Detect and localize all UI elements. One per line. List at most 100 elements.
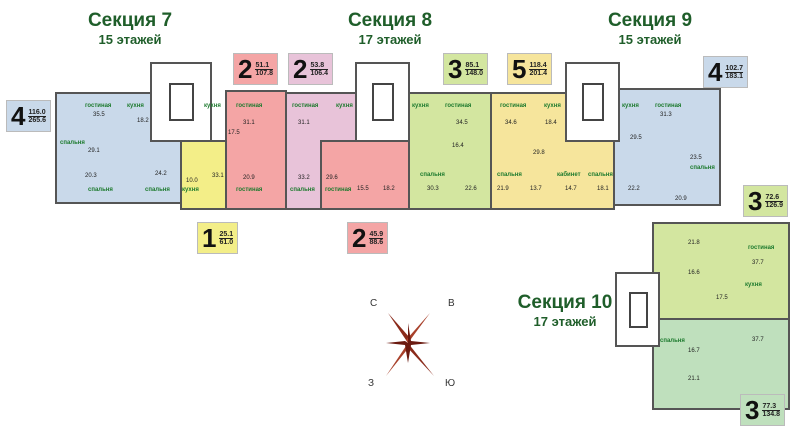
total-area: 265.6: [28, 116, 46, 124]
total-area: 106.4: [310, 69, 328, 77]
room-area: 23.5: [690, 155, 702, 161]
room-label: кабинет: [557, 172, 581, 178]
room-area: 14.7: [565, 186, 577, 192]
room-area: 33.2: [298, 175, 310, 181]
room-label: кухня: [182, 187, 199, 193]
room-label: гостиная: [445, 103, 472, 109]
total-area: 61.0: [219, 238, 234, 246]
living-area: 45.9: [369, 230, 384, 239]
apartment-2-sec7[interactable]: [225, 90, 287, 210]
rooms-count: 3: [745, 395, 760, 425]
rooms-count: 2: [293, 54, 308, 84]
living-area: 77.3: [762, 403, 780, 411]
room-label: гостиная: [655, 103, 682, 109]
room-label: гостиная: [236, 103, 263, 109]
room-label: кухня: [745, 282, 762, 288]
room-area: 16.6: [688, 270, 700, 276]
living-area: 51.1: [255, 62, 273, 70]
living-area: 85.1: [465, 62, 483, 70]
room-label: кухня: [412, 103, 429, 109]
room-area: 13.7: [530, 186, 542, 192]
apartment-2-sec8-b[interactable]: [320, 140, 410, 210]
room-area: 24.2: [155, 171, 167, 177]
room-area: 16.4: [452, 143, 464, 149]
room-area: 18.1: [597, 186, 609, 192]
room-area: 29.6: [326, 175, 338, 181]
room-area: 22.6: [465, 186, 477, 192]
stair-core-sec9: [565, 62, 620, 142]
room-label: спальня: [88, 187, 113, 193]
rooms-count: 5: [512, 54, 527, 84]
room-label: спальня: [145, 187, 170, 193]
room-area: 17.5: [716, 295, 728, 301]
section-floors: 17 этажей: [533, 314, 597, 329]
compass-north-label: С: [370, 298, 378, 309]
section-title: Секция 10: [517, 292, 613, 313]
living-area: 118.4: [529, 61, 547, 70]
living-area: 53.8: [310, 62, 328, 70]
room-area: 33.1: [212, 173, 224, 179]
apartment-1-sec7[interactable]: [180, 140, 230, 210]
room-area: 21.9: [497, 186, 509, 192]
room-area: 21.1: [688, 376, 700, 382]
stair-core-sec10: [615, 272, 660, 347]
room-area: 31.3: [660, 112, 672, 118]
room-label: спальня: [290, 187, 315, 193]
living-area: 116.0: [28, 108, 46, 117]
room-label: гостиная: [85, 103, 112, 109]
rooms-count: 3: [748, 186, 763, 216]
rooms-count: 3: [448, 54, 463, 84]
room-area: 20.9: [243, 175, 255, 181]
total-area: 183.1: [725, 72, 743, 80]
room-area: 31.1: [298, 120, 310, 126]
rooms-count: 4: [11, 101, 26, 131]
room-label: гостиная: [748, 245, 775, 251]
room-label: спальня: [60, 140, 85, 146]
apartment-4-sec9[interactable]: [613, 88, 721, 206]
room-area: 30.3: [427, 186, 439, 192]
compass-west-label: З: [368, 378, 375, 389]
compass-star-icon: [386, 313, 434, 376]
room-label: кухня: [622, 103, 639, 109]
total-area: 126.9: [765, 201, 783, 209]
room-area: 34.5: [456, 120, 468, 126]
compass-south-label: Ю: [445, 378, 456, 389]
room-area: 15.5: [357, 186, 369, 192]
room-area: 22.2: [628, 186, 640, 192]
total-area: 134.8: [762, 410, 780, 418]
room-label: гостиная: [236, 187, 263, 193]
room-label: гостиная: [292, 103, 319, 109]
room-area: 29.8: [533, 150, 545, 156]
apartment-3-sec8[interactable]: [408, 92, 492, 210]
apartment-3-sec10-a[interactable]: [652, 222, 790, 322]
room-area: 37.7: [752, 337, 764, 343]
room-area: 18.2: [383, 186, 395, 192]
room-label: кухня: [544, 103, 561, 109]
compass-rose: С В З Ю: [358, 298, 458, 389]
room-label: гостиная: [500, 103, 527, 109]
room-label: гостиная: [325, 187, 352, 193]
room-area: 21.8: [688, 240, 700, 246]
room-label: кухня: [204, 103, 221, 109]
room-area: 29.1: [88, 148, 100, 154]
section-floors: 15 этажей: [618, 32, 682, 47]
room-label: спальня: [660, 338, 685, 344]
stair-core-sec7: [150, 62, 212, 142]
rooms-count: 1: [202, 223, 217, 253]
living-area: 102.7: [725, 64, 743, 73]
compass-east-label: В: [448, 298, 455, 309]
room-area: 18.4: [545, 120, 557, 126]
room-area: 17.5: [228, 130, 240, 136]
room-area: 16.7: [688, 348, 700, 354]
total-area: 201.4: [529, 69, 547, 77]
room-area: 37.7: [752, 260, 764, 266]
